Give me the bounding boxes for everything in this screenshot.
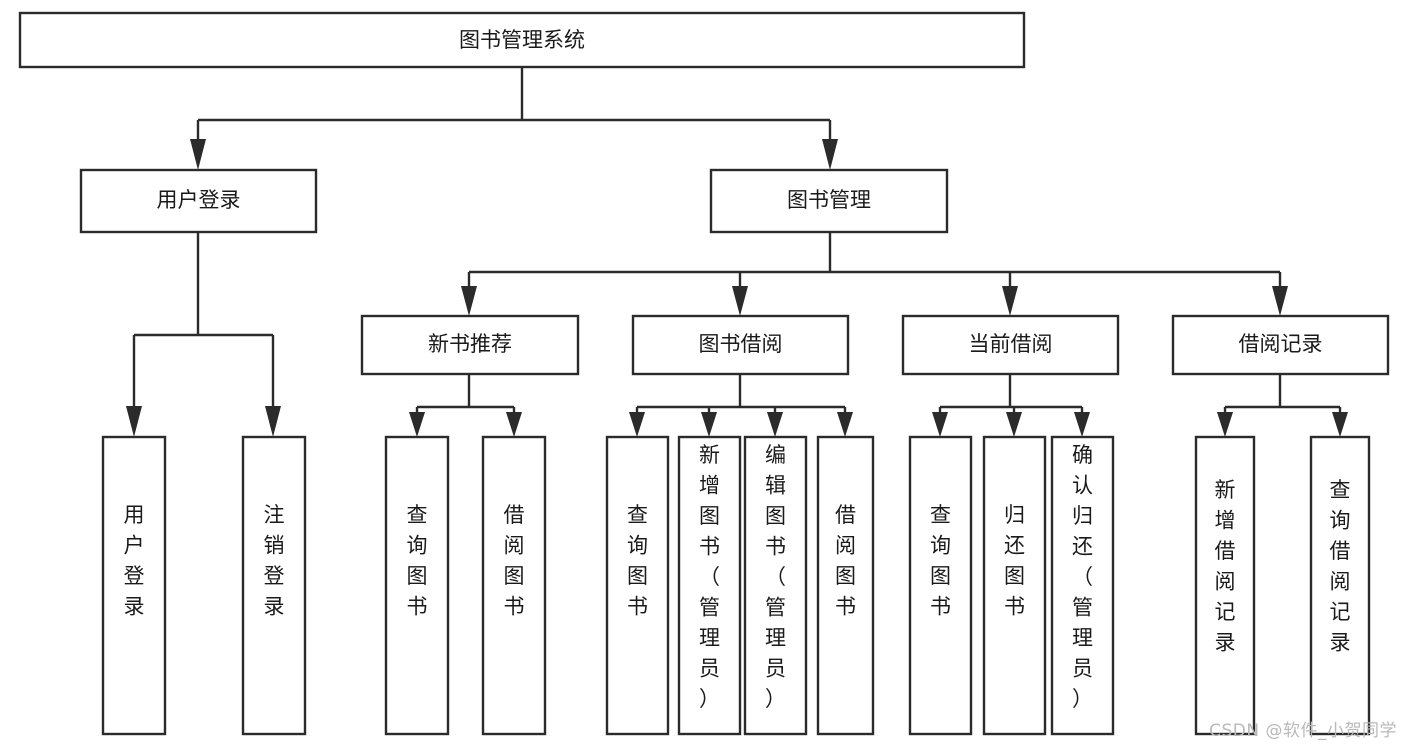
node-borrow-record[interactable]: 借阅记录 [1171,314,1390,376]
leaf-confirm-return-label: 确认归还（管理员） [1072,443,1093,711]
leaf-borrow-book-recommend[interactable]: 借阅图书 [481,435,547,736]
arrow-book-borrow-to-leaf1 [629,412,645,437]
arrow-book-borrow-to-leaf3 [767,412,783,437]
leaf-borrow-book-borrow-label: 借阅图书 [835,503,856,619]
leaf-borrow-book-borrow[interactable]: 借阅图书 [816,435,875,736]
node-current-borrow-label: 当前借阅 [969,332,1053,356]
node-root-label: 图书管理系统 [459,28,585,52]
leaf-confirm-return[interactable]: 确认归还（管理员） [1050,435,1115,736]
arrow-root-to-book-manage [822,139,838,170]
leaf-edit-book-label: 编辑图书（管理员） [765,443,786,711]
node-book-borrow-label: 图书借阅 [699,332,783,356]
leaf-add-record[interactable]: 新增借阅记录 [1194,435,1256,736]
arrow-book-manage-to-borrow-record [1272,286,1288,316]
arrow-new-book-to-leaf2 [506,412,522,437]
leaf-add-record-label: 新增借阅记录 [1215,478,1236,655]
node-root[interactable]: 图书管理系统 [18,11,1026,69]
node-new-book-recommend-label: 新书推荐 [428,332,512,356]
leaf-logout[interactable]: 注销登录 [241,435,307,736]
node-layer: 图书管理系统 用户登录 图书管理 新书推荐 图书借阅 当前 [18,11,1390,736]
leaf-return-book[interactable]: 归还图书 [982,435,1047,736]
leaf-edit-book[interactable]: 编辑图书（管理员） [743,435,808,736]
arrow-borrow-record-to-leaf1 [1217,412,1233,437]
arrow-book-manage-to-book-borrow [732,286,748,316]
leaf-query-book-current[interactable]: 查询图书 [908,435,973,736]
leaf-query-record-label: 查询借阅记录 [1330,478,1351,655]
leaf-user-login[interactable]: 用户登录 [101,435,167,736]
leaf-user-login-label: 用户登录 [124,503,145,619]
arrow-user-login-to-leaf2 [265,406,281,437]
leaf-query-book-borrow-label: 查询图书 [627,503,648,619]
node-user-login[interactable]: 用户登录 [79,168,318,234]
arrow-current-borrow-to-leaf2 [1006,412,1022,437]
arrow-book-manage-to-current-borrow [1002,286,1018,316]
leaf-query-book-recommend-label: 查询图书 [407,503,428,619]
leaf-logout-label: 注销登录 [264,503,285,619]
arrow-root-to-user-login [190,139,206,170]
node-book-manage[interactable]: 图书管理 [709,168,949,234]
arrow-current-borrow-to-leaf3 [1074,412,1090,437]
arrow-borrow-record-to-leaf2 [1332,412,1348,437]
leaf-query-book-current-label: 查询图书 [930,503,951,619]
csdn-watermark: CSDN @软件_小贺同学 [1209,721,1397,741]
node-user-login-label: 用户登录 [157,188,241,212]
node-book-borrow[interactable]: 图书借阅 [631,314,850,376]
leaf-borrow-book-recommend-label: 借阅图书 [504,503,525,619]
arrow-new-book-to-leaf1 [409,412,425,437]
connector-layer [126,67,1348,437]
arrow-user-login-to-leaf1 [126,406,142,437]
leaf-add-book-label: 新增图书（管理员） [699,443,720,711]
node-new-book-recommend[interactable]: 新书推荐 [360,314,580,376]
arrow-book-borrow-to-leaf2 [701,412,717,437]
arrow-book-manage-to-new-book [461,286,477,316]
leaf-query-book-borrow[interactable]: 查询图书 [605,435,670,736]
arrow-current-borrow-to-leaf1 [932,412,948,437]
leaf-query-book-recommend[interactable]: 查询图书 [384,435,450,736]
leaf-add-book[interactable]: 新增图书（管理员） [677,435,742,736]
node-borrow-record-label: 借阅记录 [1239,332,1323,356]
node-current-borrow[interactable]: 当前借阅 [901,314,1120,376]
leaf-return-book-label: 归还图书 [1004,503,1025,619]
arrow-book-borrow-to-leaf4 [837,412,853,437]
leaf-query-record[interactable]: 查询借阅记录 [1309,435,1371,736]
node-book-manage-label: 图书管理 [787,188,871,212]
